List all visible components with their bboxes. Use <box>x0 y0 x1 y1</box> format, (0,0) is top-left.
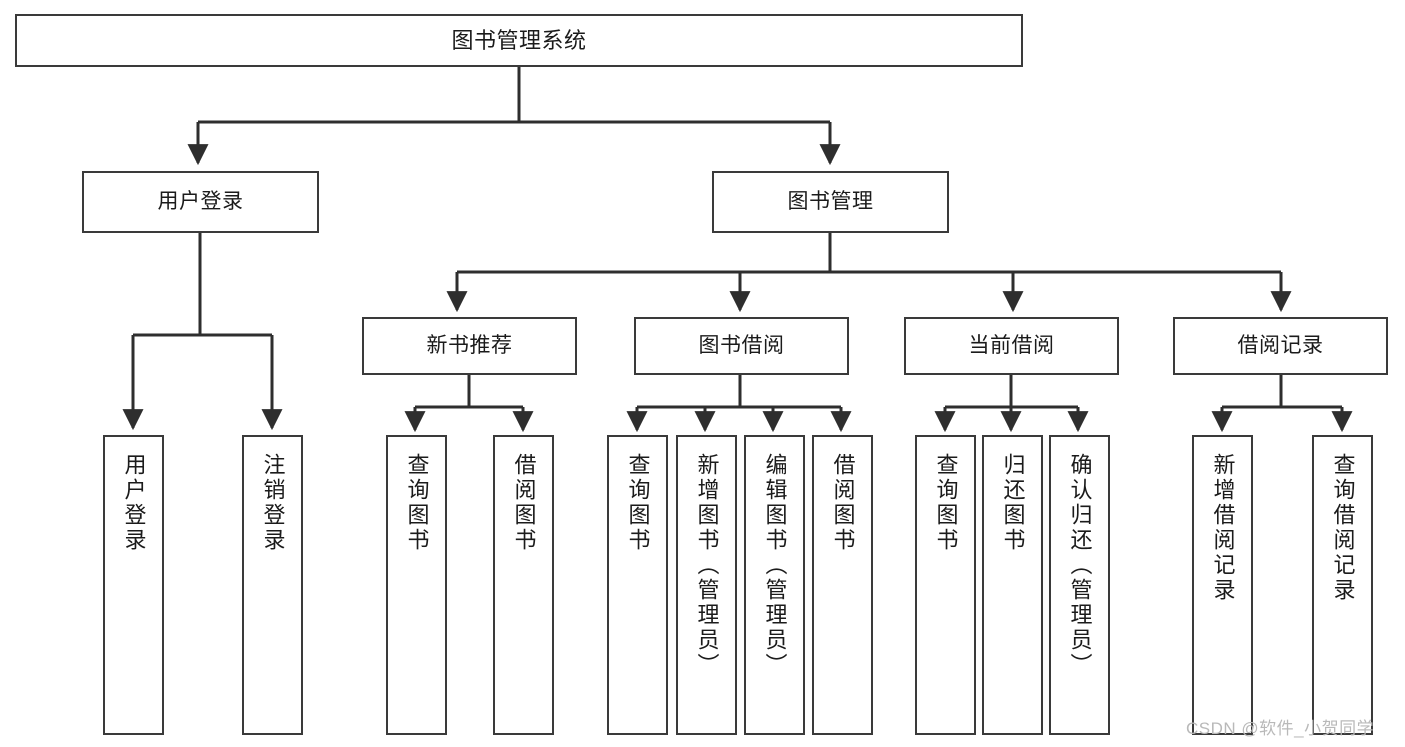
node-label: 图书管理系统 <box>451 27 587 53</box>
watermark: CSDN @软件_小贺同学 <box>1186 719 1375 738</box>
node-label: 借阅记录 <box>1237 333 1324 357</box>
node-label: 查询图书 <box>625 453 651 553</box>
node-user-login[interactable]: 用户登录 <box>82 171 319 233</box>
node-leaf-query-book-2[interactable]: 查询图书 <box>607 435 668 735</box>
node-borrow-record[interactable]: 借阅记录 <box>1173 317 1388 375</box>
node-label: 注销登录 <box>260 453 286 553</box>
node-label: 确认归还（管理员） <box>1067 453 1093 678</box>
node-leaf-borrow-book-1[interactable]: 借阅图书 <box>493 435 554 735</box>
node-leaf-query-book-1[interactable]: 查询图书 <box>386 435 447 735</box>
node-leaf-add-record[interactable]: 新增借阅记录 <box>1192 435 1253 735</box>
node-label: 归还图书 <box>1000 453 1026 553</box>
node-label: 图书借阅 <box>698 333 785 357</box>
node-leaf-return-book[interactable]: 归还图书 <box>982 435 1043 735</box>
node-leaf-user-login[interactable]: 用户登录 <box>103 435 164 735</box>
node-leaf-edit-book[interactable]: 编辑图书（管理员） <box>744 435 805 735</box>
node-label: 用户登录 <box>157 189 244 213</box>
node-book-borrow[interactable]: 图书借阅 <box>634 317 849 375</box>
node-new-book-recommend[interactable]: 新书推荐 <box>362 317 577 375</box>
node-label: 新增图书（管理员） <box>694 453 720 678</box>
node-leaf-user-logout[interactable]: 注销登录 <box>242 435 303 735</box>
node-leaf-add-book[interactable]: 新增图书（管理员） <box>676 435 737 735</box>
node-label: 查询图书 <box>933 453 959 553</box>
node-label: 借阅图书 <box>511 453 537 553</box>
node-label: 编辑图书（管理员） <box>762 453 788 678</box>
node-leaf-query-record[interactable]: 查询借阅记录 <box>1312 435 1373 735</box>
node-leaf-borrow-book-2[interactable]: 借阅图书 <box>812 435 873 735</box>
node-leaf-query-book-3[interactable]: 查询图书 <box>915 435 976 735</box>
node-label: 查询借阅记录 <box>1330 453 1356 603</box>
node-root-book-management-system[interactable]: 图书管理系统 <box>15 14 1023 67</box>
node-label: 新书推荐 <box>426 333 513 357</box>
node-current-borrow[interactable]: 当前借阅 <box>904 317 1119 375</box>
node-label: 图书管理 <box>787 189 874 213</box>
node-label: 新增借阅记录 <box>1210 453 1236 603</box>
node-book-management[interactable]: 图书管理 <box>712 171 949 233</box>
node-label: 用户登录 <box>121 453 147 553</box>
node-label: 当前借阅 <box>968 333 1055 357</box>
node-label: 查询图书 <box>404 453 430 553</box>
node-label: 借阅图书 <box>830 453 856 553</box>
node-leaf-confirm-return[interactable]: 确认归还（管理员） <box>1049 435 1110 735</box>
